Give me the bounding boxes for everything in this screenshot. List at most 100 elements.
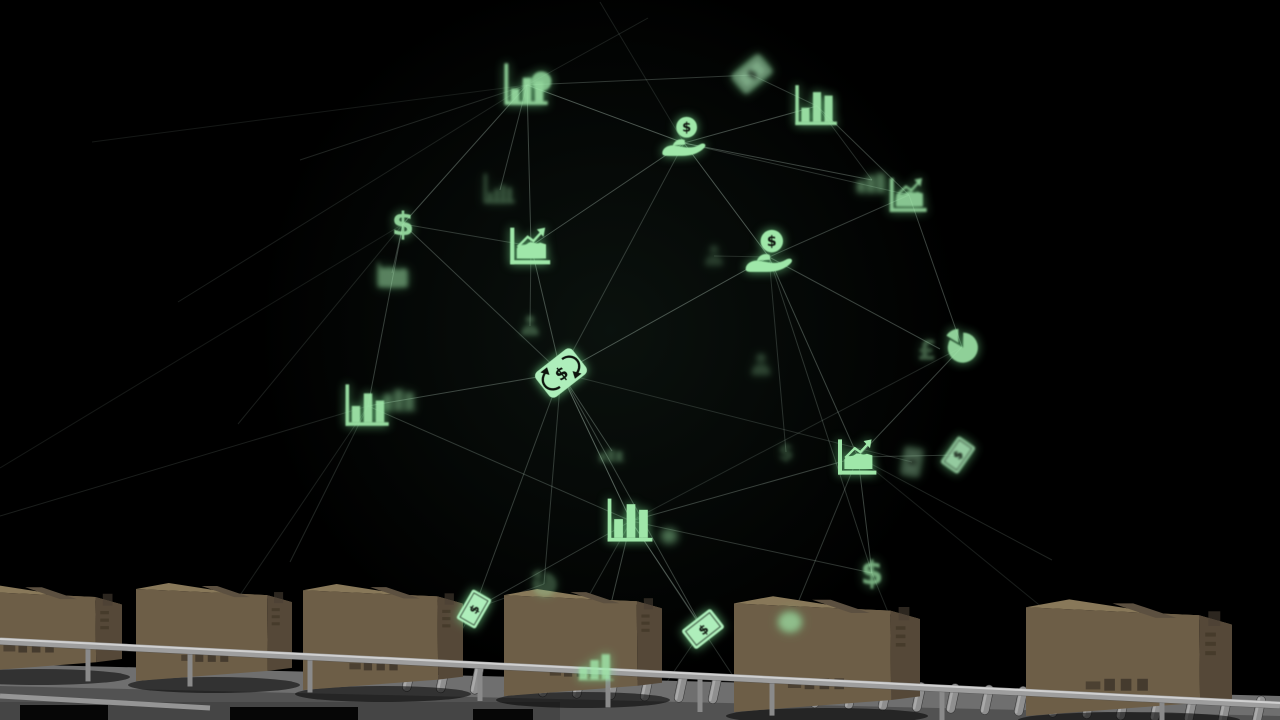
hand-holding-coin-icon: $ — [658, 116, 710, 168]
network-line — [630, 520, 873, 574]
bar-chart-icon — [603, 493, 659, 549]
rail-post — [85, 647, 91, 682]
money-bill-icon: $ — [720, 42, 785, 107]
network-line — [402, 223, 532, 247]
network-line — [177, 84, 528, 303]
pound-sign-icon: £ — [909, 332, 945, 368]
money-bill-icon: $ — [891, 441, 933, 483]
network-line — [908, 194, 963, 348]
network-line — [560, 372, 704, 630]
bar-chart-icon — [574, 644, 618, 688]
dollar-sign-icon: $ — [382, 203, 424, 245]
network-line — [857, 456, 873, 574]
network-line — [530, 245, 562, 374]
network-line — [237, 223, 404, 425]
network-line — [367, 223, 404, 407]
person-icon — [699, 241, 729, 271]
network-line — [560, 142, 685, 374]
glow-node-icon — [768, 600, 812, 644]
bar-chart-money-icon — [500, 58, 554, 112]
dollar-sign-icon: $ — [851, 552, 893, 594]
cardboard-box — [1026, 599, 1232, 716]
currency-exchange-icon: $ — [522, 334, 601, 413]
network-line — [857, 454, 959, 458]
cardboard-box — [136, 583, 292, 681]
glow-node-icon — [654, 521, 684, 551]
svg-text:£: £ — [918, 336, 936, 367]
network-line — [473, 520, 632, 610]
network-line — [289, 405, 369, 563]
network-line — [857, 346, 963, 458]
network-line — [768, 256, 873, 574]
rail-post — [1159, 701, 1165, 720]
bar-chart-icon — [341, 379, 395, 433]
bar-chart-icon — [379, 376, 421, 418]
rail-post — [769, 681, 775, 716]
person-icon — [515, 311, 545, 341]
conveyor-leg-gap — [20, 705, 108, 720]
conveyor-leg-gap — [473, 709, 533, 720]
money-bill-icon: $ — [444, 579, 504, 639]
rail-post — [477, 667, 483, 701]
box-shadow — [1018, 712, 1240, 720]
conveyor-roller — [707, 673, 722, 704]
network-line — [391, 223, 404, 274]
network-line — [630, 456, 859, 522]
conveyor-rail — [0, 637, 1280, 709]
network-line — [560, 372, 913, 463]
bar-chart-icon — [853, 161, 891, 199]
svg-text:$: $ — [907, 458, 919, 467]
area-chart-growth-icon — [506, 221, 556, 271]
svg-text:$: $ — [861, 554, 883, 592]
dollar-sign-icon: $ — [772, 438, 800, 466]
bar-chart-icon — [596, 435, 628, 467]
network-line — [91, 84, 528, 143]
svg-text:$: $ — [779, 440, 794, 465]
pie-chart-icon — [530, 569, 558, 598]
network-line — [367, 372, 562, 407]
network-line — [526, 84, 532, 247]
rail-post — [697, 678, 703, 712]
money-bill-icon: $ — [929, 426, 987, 484]
pie-chart-icon — [944, 328, 980, 365]
area-chart-growth-icon — [834, 433, 882, 481]
network-line — [560, 372, 632, 522]
network-line — [543, 372, 562, 585]
box-shadow — [726, 708, 928, 720]
rail-highlight — [0, 638, 1280, 704]
box-shadow — [128, 677, 300, 693]
network-line — [768, 256, 941, 350]
network-line — [402, 84, 528, 225]
network-line — [768, 256, 859, 458]
bar-chart-icon — [791, 80, 843, 132]
network-line — [0, 405, 369, 517]
network-line — [529, 245, 532, 327]
svg-text:$: $ — [767, 234, 777, 250]
rail-post — [307, 658, 313, 693]
person-icon — [745, 349, 777, 381]
rail-post — [939, 690, 945, 720]
network-line — [560, 256, 770, 374]
svg-text:$: $ — [392, 205, 414, 243]
network-line — [526, 84, 685, 144]
network-line — [599, 1, 685, 144]
rail-post — [187, 652, 193, 687]
network-line — [751, 74, 818, 107]
conveyor-leg-gap — [230, 707, 358, 720]
network-line — [530, 142, 685, 247]
box-shadow — [496, 692, 670, 708]
network-line — [367, 405, 632, 522]
box-shadow — [0, 669, 130, 685]
network-line — [299, 84, 528, 161]
network-line — [789, 456, 859, 623]
area-chart-icon — [371, 252, 413, 294]
lower-rail — [0, 693, 211, 711]
network-line — [526, 74, 753, 86]
cardboard-box — [303, 584, 463, 690]
money-bill-icon: $ — [669, 595, 736, 662]
network-line — [683, 105, 818, 144]
box-shadow — [295, 686, 471, 702]
network-line — [630, 346, 963, 522]
